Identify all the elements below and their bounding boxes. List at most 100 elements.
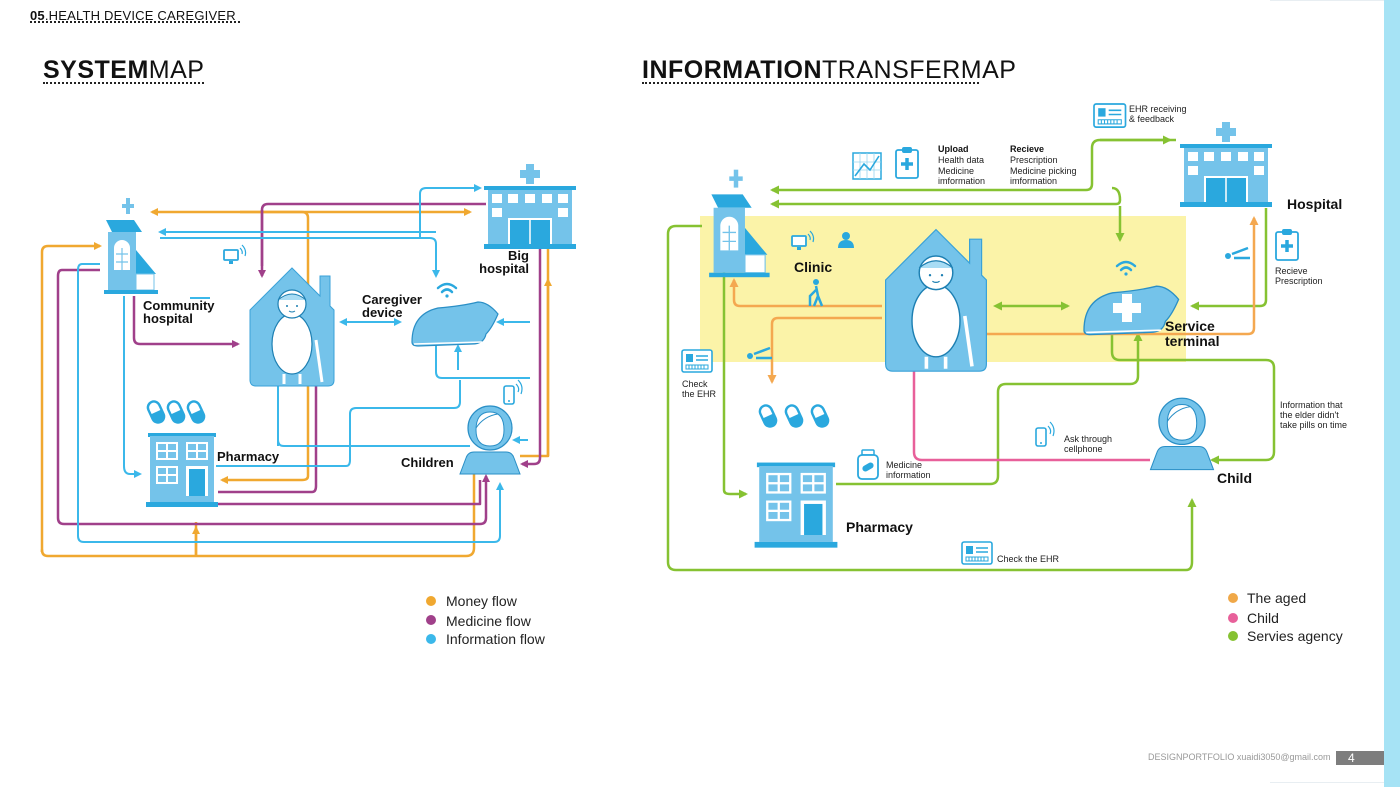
legend-dot-agency xyxy=(1228,631,1238,641)
ambulance-stretcher-icon xyxy=(1225,246,1250,260)
child-person-icon xyxy=(1149,397,1215,471)
note-upload-item: Medicine xyxy=(938,166,974,176)
note-receive-item: imformation xyxy=(1010,176,1057,186)
aged-flows xyxy=(729,216,1259,384)
system-map-title: SYSTEMMAP xyxy=(43,56,204,85)
note-upload-item: imformation xyxy=(938,176,985,186)
header-divider xyxy=(30,21,240,23)
label-hospital: Hospital xyxy=(1287,196,1342,212)
ehr-card-icon xyxy=(1093,103,1127,128)
legend-dot-aged xyxy=(1228,593,1238,603)
chart-icon xyxy=(852,152,882,180)
system-map: Community hospital Big hospital Caregive… xyxy=(40,163,577,647)
ehr-card-icon xyxy=(961,541,993,565)
label-community-hospital-2: hospital xyxy=(143,311,193,326)
medicine-flows xyxy=(56,202,542,526)
note-ehr-receiving-2: & feedback xyxy=(1129,114,1175,124)
note-pills-info-2: the elder didn't xyxy=(1280,410,1339,420)
wifi-icon xyxy=(436,282,458,299)
note-ask-cellphone-2: cellphone xyxy=(1064,444,1103,454)
note-receive-item: Prescription xyxy=(1010,155,1058,165)
page-number: 4 xyxy=(1336,751,1384,765)
computer-icon xyxy=(223,244,247,265)
legend-dot-money xyxy=(426,596,436,606)
info-map-legend: The aged Child Servies agency xyxy=(1228,590,1343,644)
label-pharmacy: Pharmacy xyxy=(846,519,913,535)
legend-label-aged: The aged xyxy=(1247,590,1306,606)
ambulance-stretcher-icon xyxy=(747,346,772,360)
label-caregiver-device-1: Caregiver xyxy=(362,292,422,307)
pills-icon xyxy=(144,398,208,426)
note-check-ehr-1: Check xyxy=(682,379,708,389)
hospital-icon xyxy=(1179,121,1273,208)
label-children: Children xyxy=(401,455,454,470)
note-medicine-info-2: information xyxy=(886,470,931,480)
walking-elder-icon xyxy=(808,279,824,307)
bottom-divider xyxy=(1270,782,1384,783)
medicine-bottle-icon xyxy=(857,449,879,480)
note-upload-item: Health data xyxy=(938,155,984,165)
legend-dot-medicine xyxy=(426,615,436,625)
legend-label-agency: Servies agency xyxy=(1247,628,1343,644)
legend-label-information: Information flow xyxy=(446,631,546,647)
label-service-terminal-2: terminal xyxy=(1165,333,1219,349)
information-transfer-map: Clinic Hospital Service terminal Pharmac… xyxy=(666,103,1347,644)
clipboard-icon xyxy=(894,145,920,180)
label-big-hospital-2: hospital xyxy=(479,261,529,276)
note-receive-prescription-1: Recieve xyxy=(1275,266,1308,276)
system-map-legend: Money flow Medicine flow Information flo… xyxy=(426,593,546,647)
title-bold: SYSTEM xyxy=(43,56,149,84)
title-light: TRANSFERMAP xyxy=(822,56,1017,84)
doctor-icon xyxy=(838,232,854,248)
agency-flows xyxy=(666,135,1276,572)
note-check-ehr-2: the EHR xyxy=(682,389,717,399)
footer-credit: DESIGNPORTFOLIO xuaidi3050@gmail.com xyxy=(1148,752,1331,762)
legend-dot-child xyxy=(1228,613,1238,623)
legend-label-money: Money flow xyxy=(446,593,518,609)
info-map-title: INFORMATIONTRANSFERMAP xyxy=(642,56,1016,85)
note-check-ehr-bottom: Check the EHR xyxy=(997,554,1060,564)
section-title: .HEALTH DEVICE CAREGIVER xyxy=(44,8,236,23)
label-community-hospital-1: Community xyxy=(143,298,215,313)
label-big-hospital-1: Big xyxy=(508,248,529,263)
clipboard-icon xyxy=(1274,227,1300,262)
pharmacy-building-icon xyxy=(146,433,218,507)
label-clinic: Clinic xyxy=(794,259,832,275)
legend-label-medicine: Medicine flow xyxy=(446,613,532,629)
pills-icon xyxy=(756,402,832,430)
note-receive-heading: Recieve xyxy=(1010,144,1044,154)
medical-cross-icon xyxy=(1113,294,1141,322)
label-child: Child xyxy=(1217,470,1252,486)
note-upload-heading: Upload xyxy=(938,144,969,154)
children-person-icon xyxy=(459,405,521,475)
elderly-home-icon xyxy=(248,266,336,388)
note-receive-item: Medicine picking xyxy=(1010,166,1077,176)
note-ehr-receiving-1: EHR receiving xyxy=(1129,104,1187,114)
top-divider xyxy=(1270,0,1384,1)
note-pills-info-1: Information that xyxy=(1280,400,1343,410)
title-light: MAP xyxy=(148,56,205,84)
note-ask-cellphone-1: Ask through xyxy=(1064,434,1112,444)
community-hospital-icon xyxy=(103,197,159,295)
pharmacy-building-icon xyxy=(754,462,838,548)
big-hospital-icon xyxy=(483,163,577,250)
child-flows xyxy=(909,360,1150,462)
note-pills-info-3: take pills on time xyxy=(1280,420,1347,430)
legend-label-child: Child xyxy=(1247,610,1279,626)
section-number: 05 xyxy=(30,8,45,23)
note-receive-prescription-2: Prescription xyxy=(1275,276,1323,286)
phone-icon xyxy=(1035,421,1055,447)
phone-icon xyxy=(503,379,523,405)
note-medicine-info-1: Medicine xyxy=(886,460,922,470)
legend-dot-information xyxy=(426,634,436,644)
label-pharmacy: Pharmacy xyxy=(217,449,280,464)
section-header: 05.HEALTH DEVICE CAREGIVER xyxy=(30,8,236,23)
caregiver-device-icon xyxy=(411,301,499,347)
side-accent-bar xyxy=(1384,0,1400,787)
system-map-title-underline xyxy=(43,82,204,84)
info-map-title-underline xyxy=(642,82,979,84)
label-service-terminal-1: Service xyxy=(1165,318,1215,334)
ehr-card-icon xyxy=(681,349,713,373)
information-flows xyxy=(77,184,530,543)
